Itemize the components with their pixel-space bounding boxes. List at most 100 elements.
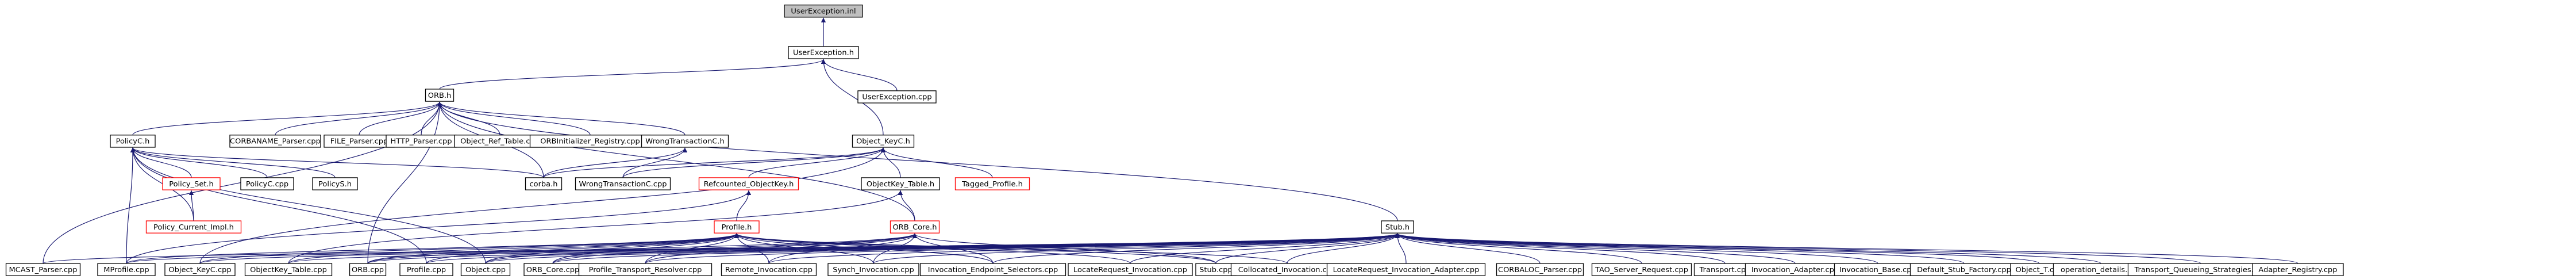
edge-line	[437, 102, 915, 221]
edge-policyc-h-to-orb-h	[132, 101, 442, 136]
file-node-box	[162, 177, 221, 190]
file-node-objkey-table-h[interactable]: ObjectKey_Table.h	[861, 177, 940, 190]
file-node-orb-h[interactable]: ORB.h	[425, 89, 455, 102]
file-node-collocated-inv[interactable]: Collocated_Invocation.cpp	[1230, 263, 1344, 276]
edge-line	[622, 147, 886, 178]
file-node-label: Stub.h	[1385, 223, 1410, 232]
file-node-box	[954, 177, 1030, 190]
edge-corbaname-cpp-to-orb-h	[275, 101, 442, 135]
file-node-objkeyc-h[interactable]: Object_KeyC.h	[852, 135, 915, 148]
file-node-label: CORBANAME_Parser.cpp	[230, 137, 321, 146]
file-node-mprofile[interactable]: MProfile.cpp	[97, 263, 156, 276]
edge-line	[439, 59, 826, 90]
file-node-ue-cpp[interactable]: UserException.cpp	[857, 90, 937, 104]
edge-policys-h-to-policyc-h	[130, 147, 336, 178]
file-node-corbaname-cpp[interactable]: CORBANAME_Parser.cpp	[229, 135, 321, 148]
file-node-default-stub-factory[interactable]: Default_Stub_Factory.cpp	[1909, 263, 2019, 276]
file-node-orb-cpp[interactable]: ORB.cpp	[349, 263, 387, 276]
file-node-label: ORB.cpp	[352, 266, 384, 274]
edge-line	[1395, 233, 2298, 264]
file-node-objref-table[interactable]: Object_Ref_Table.cpp	[454, 135, 546, 148]
file-node-box	[1381, 220, 1414, 234]
file-node-profile-tr[interactable]: Profile_Transport_Resolver.cpp	[578, 263, 713, 276]
file-node-adapter-registry[interactable]: Adapter_Registry.cpp	[2252, 263, 2344, 276]
edge-objkey-table-cpp-to-profile-h	[288, 233, 739, 264]
edge-policy-current-impl-to-policy-set	[188, 190, 194, 221]
file-node-policys-h[interactable]: PolicyS.h	[312, 177, 358, 190]
file-node-corba-h[interactable]: corba.h	[525, 177, 563, 190]
edge-line	[130, 147, 336, 178]
file-node-box	[244, 263, 333, 276]
file-node-box	[721, 263, 817, 276]
file-node-http-parser[interactable]: HTTP_Parser.cpp	[386, 135, 457, 148]
file-node-object-cpp[interactable]: Object.cpp	[460, 263, 511, 276]
file-node-objkeyc-cpp[interactable]: Object_KeyC.cpp	[164, 263, 236, 276]
file-node-synch-inv[interactable]: Synch_Invocation.cpp	[827, 263, 919, 276]
file-node-locreq-inv[interactable]: LocateRequest_Invocation.cpp	[1068, 263, 1193, 276]
file-node-label: Transport_Queueing_Strategies.cpp	[2134, 266, 2267, 274]
file-node-ue-h[interactable]: UserException.h	[788, 46, 859, 59]
file-node-label: Invocation_Endpoint_Selectors.cpp	[928, 266, 1058, 274]
edge-orb-core-h-to-orb-h	[437, 102, 915, 221]
file-node-tagged-profile[interactable]: Tagged_Profile.h	[954, 177, 1030, 190]
file-node-policy-set[interactable]: Policy_Set.h	[162, 177, 221, 190]
file-node-label: WrongTransactionC.h	[645, 137, 725, 146]
file-node-box	[641, 135, 729, 148]
file-node-label: Invocation_Adapter.cpp	[1751, 266, 1839, 274]
edge-remote-inv-to-stub-h	[768, 233, 1400, 264]
file-node-policyc-cpp[interactable]: PolicyC.cpp	[240, 177, 294, 190]
file-node-objkey-table-cpp[interactable]: ObjectKey_Table.cpp	[244, 263, 333, 276]
file-node-orbinit-reg[interactable]: ORBInitializer_Registry.cpp	[529, 135, 651, 148]
file-node-stub-h[interactable]: Stub.h	[1381, 220, 1414, 234]
file-node-box	[857, 90, 937, 104]
file-node-label: operation_details.cpp	[2061, 266, 2141, 274]
file-node-stub-cpp[interactable]: Stub.cpp	[1195, 263, 1237, 276]
edge-policyc-cpp-to-policyc-h	[130, 147, 268, 178]
edge-orbinit-reg-to-orb-h	[437, 101, 591, 135]
edge-line	[437, 102, 1398, 221]
file-node-locreq-inv-adapter[interactable]: LocateRequest_Invocation_Adapter.cpp	[1326, 263, 1486, 276]
file-node-label: LocateRequest_Invocation.cpp	[1073, 266, 1187, 274]
file-node-inv-base[interactable]: Invocation_Base.cpp	[1834, 263, 1922, 276]
file-node-profile-cpp[interactable]: Profile.cpp	[399, 263, 453, 276]
edge-mprofile-to-profile-h	[126, 233, 739, 264]
file-node-tao-server-req[interactable]: TAO_Server_Request.cpp	[1591, 263, 1692, 276]
edge-line	[821, 59, 898, 91]
file-node-label: LocateRequest_Invocation_Adapter.cpp	[1333, 266, 1480, 274]
file-node-label: Profile.h	[722, 223, 752, 232]
edge-line	[130, 147, 268, 178]
file-node-inv-adapter[interactable]: Invocation_Adapter.cpp	[1745, 263, 1846, 276]
file-node-policyc-h[interactable]: PolicyC.h	[110, 135, 156, 148]
file-node-box	[1496, 263, 1584, 276]
file-node-orb-core-h[interactable]: ORB_Core.h	[890, 220, 940, 234]
edge-line	[1395, 233, 1642, 264]
file-node-refcounted-objkey[interactable]: Refcounted_ObjectKey.h	[698, 177, 799, 190]
file-node-policy-current-impl[interactable]: Policy_Current_Impl.h	[145, 220, 242, 234]
edge-line	[1395, 233, 2201, 264]
file-node-operation-details[interactable]: operation_details.cpp	[2053, 263, 2149, 276]
file-node-label: TAO_Server_Request.cpp	[1595, 266, 1688, 274]
edge-profile-tr-to-stub-h	[645, 233, 1400, 264]
file-node-mcast-parser[interactable]: MCAST_Parser.cpp	[5, 263, 81, 276]
file-node-box	[5, 263, 81, 276]
edge-line	[1287, 233, 1400, 264]
file-node-transport-qs[interactable]: Transport_Queueing_Strategies.cpp	[2127, 263, 2274, 276]
edge-line	[132, 101, 442, 136]
file-node-orb-core-cpp[interactable]: ORB_Core.cpp	[523, 263, 582, 276]
file-node-inv-endpoint-sel[interactable]: Invocation_Endpoint_Selectors.cpp	[919, 263, 1066, 276]
file-node-file-parser[interactable]: FILE_Parser.cpp	[324, 135, 395, 148]
edge-objkey-table-cpp-to-objkey-table-h	[288, 190, 903, 264]
edge-line	[359, 101, 442, 135]
file-node-label: MCAST_Parser.cpp	[9, 266, 77, 274]
file-node-remote-inv[interactable]: Remote_Invocation.cpp	[721, 263, 817, 276]
edge-wrongtxc-cpp-to-wrongtxc-h	[622, 147, 688, 178]
edge-line	[992, 233, 1400, 264]
file-node-corbaloc-parser[interactable]: CORBALOC_Parser.cpp	[1496, 263, 1584, 276]
file-node-box	[852, 135, 915, 148]
file-node-wrongtxc-cpp[interactable]: WrongTransactionC.cpp	[575, 177, 671, 190]
edge-stub-h-to-orb-h	[437, 102, 1398, 221]
file-node-wrongtxc-h[interactable]: WrongTransactionC.h	[641, 135, 729, 148]
file-node-label: Profile_Transport_Resolver.cpp	[589, 266, 702, 274]
file-node-label: corba.h	[529, 180, 557, 189]
file-node-profile-h[interactable]: Profile.h	[714, 220, 760, 234]
